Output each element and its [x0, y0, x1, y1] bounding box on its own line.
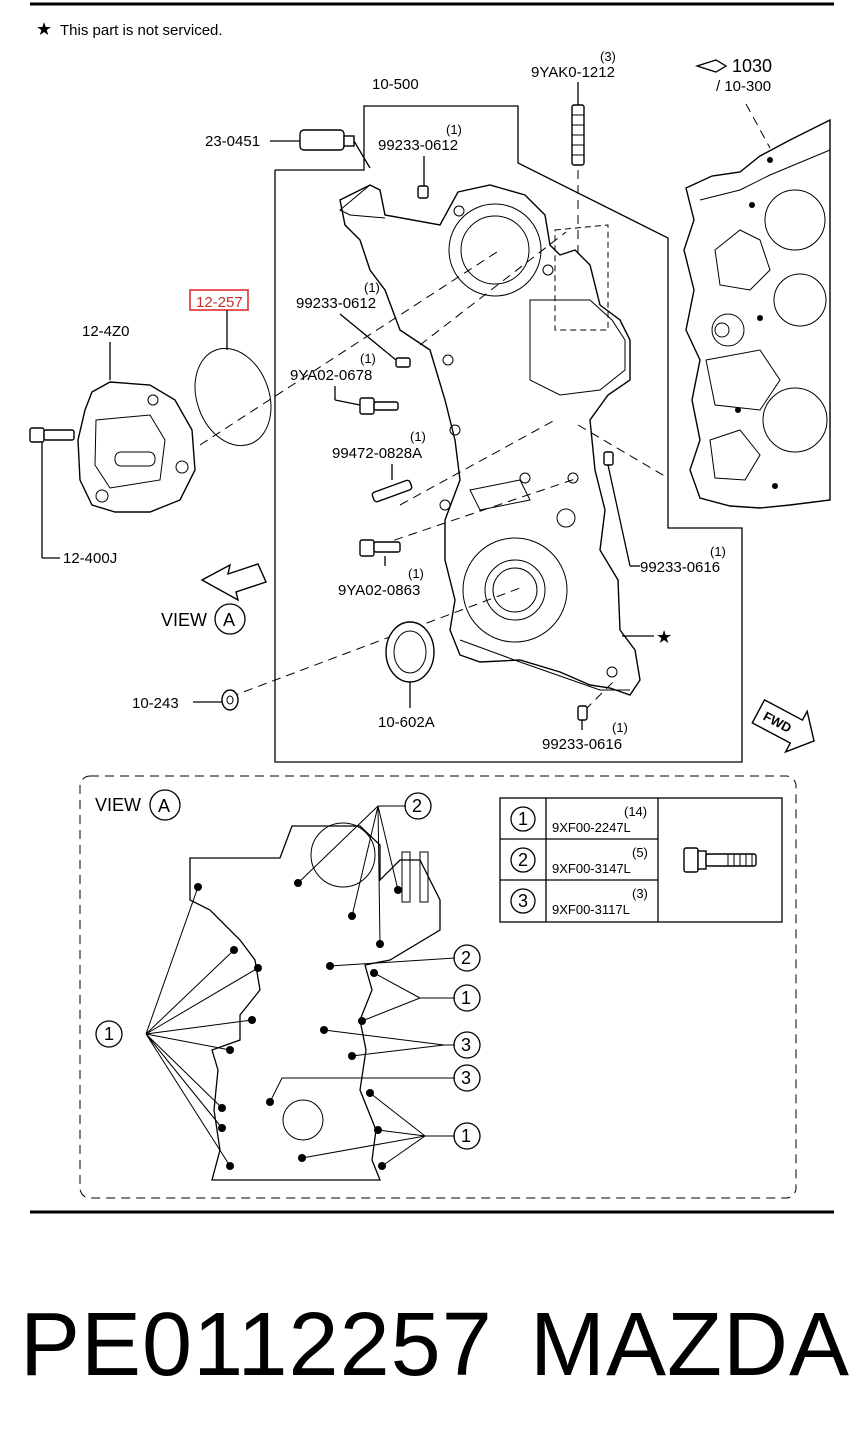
- star-marker-icon: ★: [656, 627, 672, 647]
- qty-9yak0: (3): [600, 49, 616, 64]
- footer: PE0112257 MAZDA: [20, 1290, 850, 1400]
- sensor-part: [270, 129, 371, 169]
- view-a-circle: [214, 603, 246, 635]
- dowel-pin: [371, 479, 413, 503]
- svg-text:(5): (5): [632, 845, 648, 860]
- qty-99233-0612-b: (1): [364, 280, 380, 295]
- label-10-300: / 10-300: [716, 78, 771, 95]
- star-icon: ★: [36, 19, 52, 39]
- cover-frame: [274, 105, 743, 763]
- bolt-9ya02-0678: [359, 397, 399, 415]
- qty-9ya02-0678: (1): [360, 351, 376, 366]
- washer-10-243: [221, 689, 239, 711]
- detail-view-letter: A: [158, 796, 170, 816]
- bolt-9ya02-0863: [359, 539, 401, 566]
- svg-text:1: 1: [518, 809, 528, 829]
- o-ring-gasket: [194, 347, 272, 447]
- label-9ya02-0863: 9YA02-0863: [338, 582, 420, 599]
- part-number: PE0112257: [20, 1294, 493, 1395]
- label-10-243: 10-243: [132, 695, 179, 712]
- flange-bolt-icon: [683, 847, 757, 873]
- label-23-0451: 23-0451: [205, 133, 260, 150]
- label-99233-0612-a: 99233-0612: [378, 137, 458, 154]
- highlight-box: [189, 289, 249, 311]
- svg-text:3: 3: [461, 1035, 471, 1055]
- detail-view-circle: [149, 789, 181, 821]
- qty-99233-0612-a: (1): [446, 122, 462, 137]
- not-serviced-note: This part is not serviced.: [60, 22, 223, 39]
- brand-name: MAZDA: [530, 1294, 850, 1395]
- vacuum-pump: [77, 381, 196, 513]
- svg-text:1: 1: [461, 1126, 471, 1146]
- label-99233-0612-b: 99233-0612: [296, 295, 376, 312]
- label-12-400j: 12-400J: [63, 550, 117, 567]
- svg-text:2: 2: [412, 796, 422, 816]
- label-12-257: 12-257: [196, 294, 243, 311]
- callout-top-2: 2: [404, 792, 432, 820]
- bolt-points: [194, 879, 402, 1170]
- svg-text:(14): (14): [624, 804, 647, 819]
- pump-bolt: [29, 427, 75, 559]
- callout-3-a: 3: [453, 1031, 481, 1059]
- label-1030: 1030: [732, 56, 772, 76]
- label-10-602a: 10-602A: [378, 714, 435, 731]
- qty-9ya02-0863: (1): [408, 566, 424, 581]
- callout-left-1: 1: [95, 1020, 123, 1048]
- callout-1-a: 1: [453, 984, 481, 1012]
- view-a-label: VIEW: [161, 610, 207, 630]
- svg-text:2: 2: [518, 850, 528, 870]
- fwd-arrow-icon: FWD: [751, 698, 815, 754]
- qty-99233-0616-b: (1): [612, 720, 628, 735]
- view-a-detail-box: [79, 775, 797, 1199]
- svg-text:9XF00-3117L: 9XF00-3117L: [552, 902, 630, 917]
- label-10-500: 10-500: [372, 76, 419, 93]
- view-arrow-icon: [200, 563, 267, 602]
- label-99233-0616-a: 99233-0616: [640, 559, 720, 576]
- svg-text:(3): (3): [632, 886, 648, 901]
- callout-3-b: 3: [453, 1064, 481, 1092]
- bolt-table: 1 (14) 9XF00-2247L 2 (5) 9XF00-3147L 3 (…: [499, 797, 783, 923]
- svg-text:9XF00-2247L: 9XF00-2247L: [552, 820, 631, 835]
- stud-bolt: [571, 82, 585, 166]
- detail-view-label: VIEW: [95, 795, 141, 815]
- svg-text:9XF00-3147L: 9XF00-3147L: [552, 861, 631, 876]
- cover-outline-view: [189, 825, 441, 1181]
- label-99472-0828a: 99472-0828A: [332, 445, 422, 462]
- qty-99233-0616-a: (1): [710, 544, 726, 559]
- callout-1-b: 1: [453, 1122, 481, 1150]
- ref-arrow-icon: [694, 59, 728, 73]
- callout-2: 2: [453, 944, 481, 972]
- view-a-letter: A: [223, 610, 235, 630]
- svg-text:3: 3: [461, 1068, 471, 1088]
- timing-cover: [339, 184, 641, 696]
- svg-text:3: 3: [518, 891, 528, 911]
- bolt-row-1: 1 (14) 9XF00-2247L: [510, 804, 647, 835]
- label-12-4z0: 12-4Z0: [82, 323, 130, 340]
- label-99233-0616-b: 99233-0616: [542, 736, 622, 753]
- engine-block: [683, 118, 831, 509]
- qty-99472: (1): [410, 429, 426, 444]
- bolt-row-3: 3 (3) 9XF00-3117L: [510, 886, 648, 917]
- label-9ya02-0678: 9YA02-0678: [290, 367, 372, 384]
- bolt-row-2: 2 (5) 9XF00-3147L: [510, 845, 648, 876]
- svg-text:1: 1: [461, 988, 471, 1008]
- svg-text:1: 1: [104, 1024, 114, 1044]
- label-9yak0-1212: 9YAK0-1212: [531, 64, 615, 81]
- svg-text:2: 2: [461, 948, 471, 968]
